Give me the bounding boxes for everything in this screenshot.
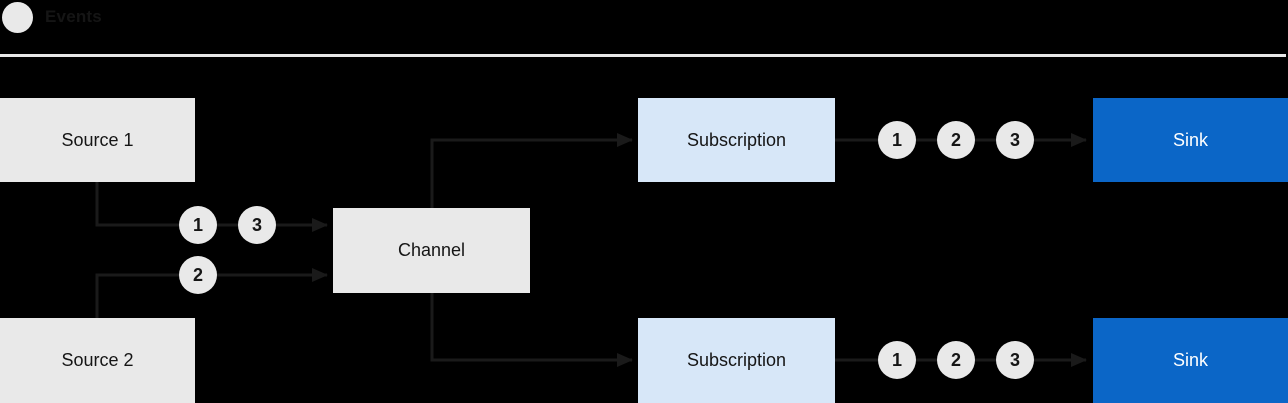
subscription-bottom-node: Subscription [638, 318, 835, 403]
event-circle: 1 [878, 121, 916, 159]
subscription-top-node: Subscription [638, 98, 835, 182]
event-circle: 1 [179, 206, 217, 244]
events-legend-circle [2, 2, 33, 33]
sink-bottom-node: Sink [1093, 318, 1288, 403]
subscription-bottom-label: Subscription [686, 350, 787, 370]
subscription-top-label: Subscription [686, 129, 787, 150]
source-1-node: Source 1 [0, 98, 195, 182]
channel-node: Channel [333, 208, 530, 293]
event-circle: 3 [238, 206, 276, 244]
sink-top-label: Sink [1172, 129, 1208, 150]
event-circle: 2 [937, 341, 975, 379]
connector-channel-subscription-bottom [430, 293, 633, 367]
sink-top-node: Sink [1093, 98, 1288, 182]
event-circle: 3 [996, 121, 1034, 159]
events-legend-label: Events [45, 7, 102, 26]
legend-divider [0, 54, 1286, 57]
connector-source2-channel [95, 268, 328, 318]
channel-label: Channel [397, 240, 466, 260]
source-2-node: Source 2 [0, 318, 195, 403]
source-2-label: Source 2 [61, 350, 134, 370]
sink-bottom-label: Sink [1172, 350, 1208, 370]
source-1-label: Source 1 [61, 129, 134, 150]
event-circle: 1 [878, 341, 916, 379]
connector-channel-subscription-top [430, 133, 633, 208]
event-circle: 2 [937, 121, 975, 159]
event-circle: 2 [179, 256, 217, 294]
event-circle: 3 [996, 341, 1034, 379]
